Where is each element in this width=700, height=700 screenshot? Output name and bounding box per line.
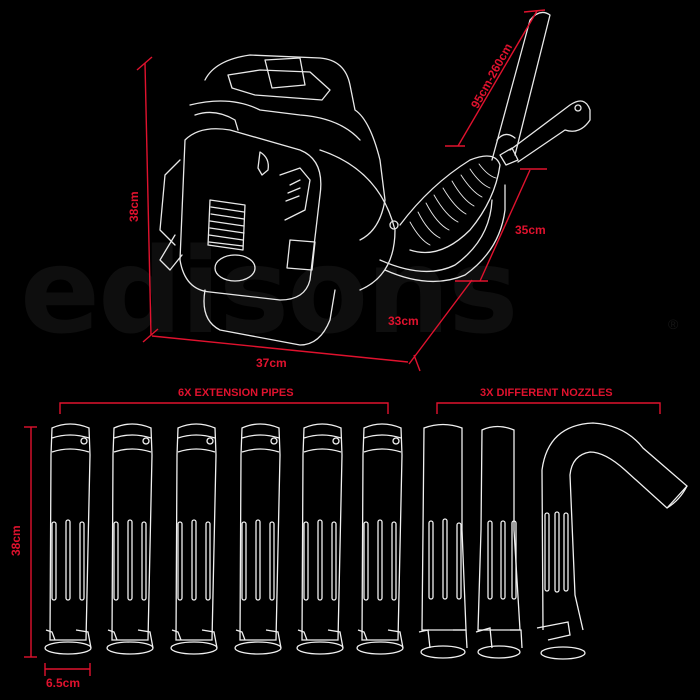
accessory-brackets [24,402,661,676]
nozzles-header: 3X DIFFERENT NOZZLES [480,387,613,399]
blower-dimension-lines [136,9,547,372]
pipe-diameter-label: 6.5cm [46,676,81,690]
registered-mark: ® [668,316,679,332]
extension-pipe-1 [44,423,92,655]
nozzle-straight-2 [475,425,523,659]
extension-pipe-6 [356,423,404,655]
blower-height-label: 38cm [127,191,141,222]
extension-pipe-3 [170,423,218,655]
nozzles [418,422,688,660]
extension-pipe-5 [296,423,344,655]
tube-height-label: 35cm [515,223,546,237]
nozzle-straight-1 [418,423,468,659]
blower-width-label: 37cm [256,356,287,370]
extension-pipes [44,423,404,655]
extension-pipes-header: 6X EXTENSION PIPES [178,387,294,399]
pipe-length-label: 38cm [9,525,23,556]
extension-pipe-2 [106,423,154,655]
leaf-blower-drawing [159,11,591,346]
extension-pipe-4 [234,423,282,655]
blower-depth-label: 33cm [388,314,419,328]
nozzle-curved [536,422,688,660]
